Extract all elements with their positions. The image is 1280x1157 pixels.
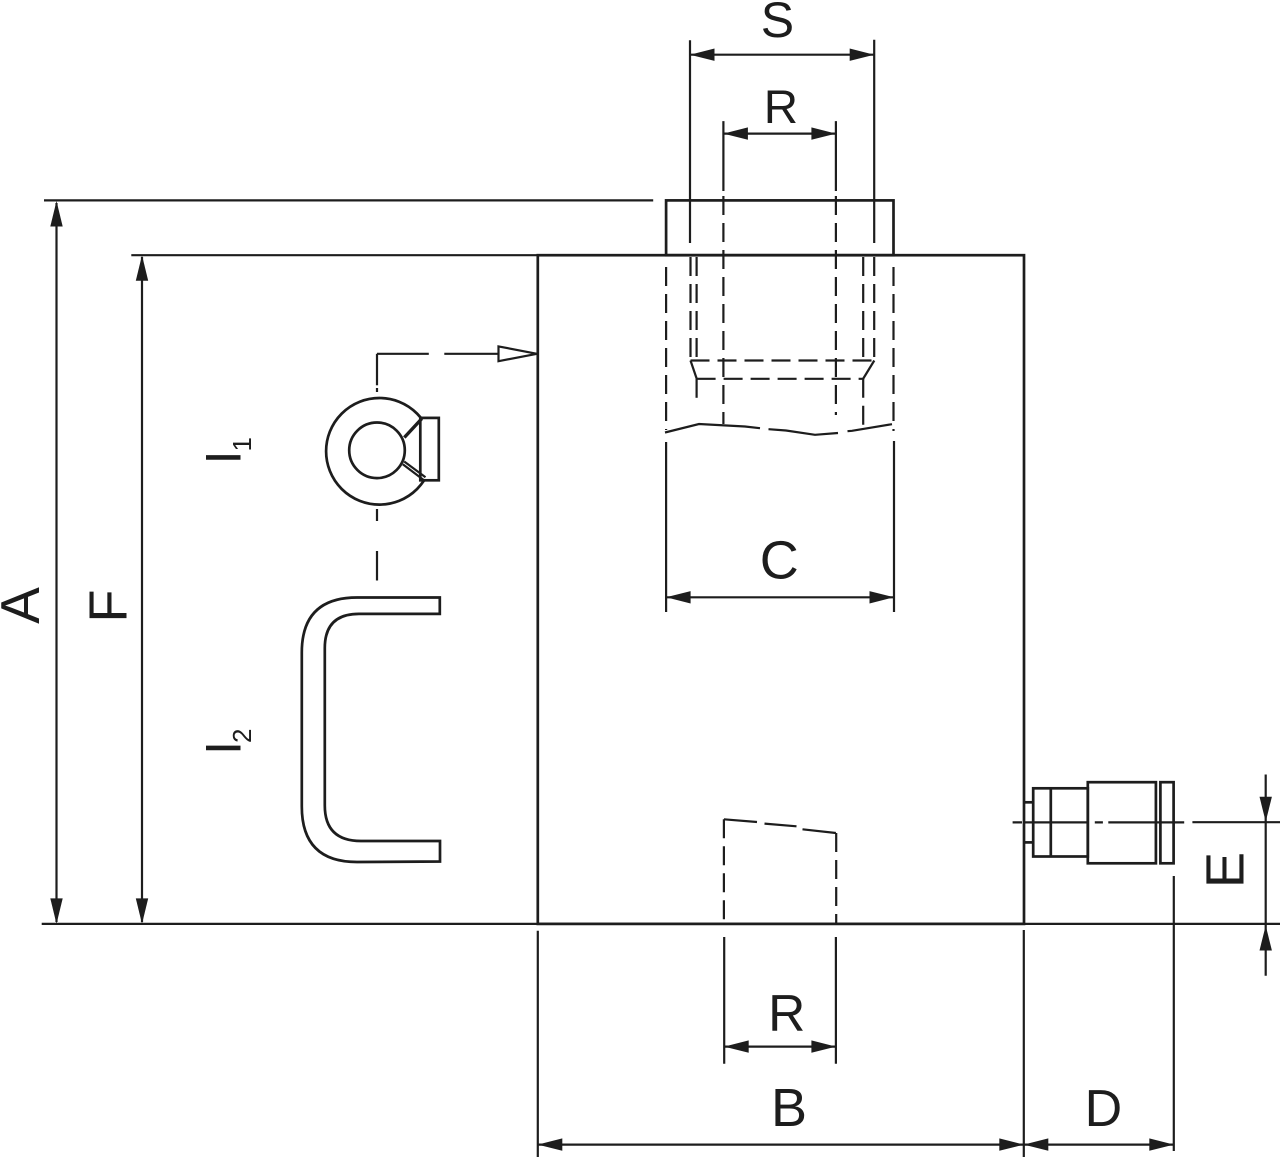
svg-text:S: S [761,0,794,48]
svg-text:R: R [764,81,798,134]
svg-text:D: D [1085,1080,1123,1138]
svg-text:B: B [771,1078,807,1138]
svg-text:E: E [1196,852,1256,888]
svg-text:C: C [760,530,799,590]
svg-text:F: F [79,590,139,623]
svg-text:A: A [0,587,51,624]
svg-text:R: R [768,984,805,1042]
